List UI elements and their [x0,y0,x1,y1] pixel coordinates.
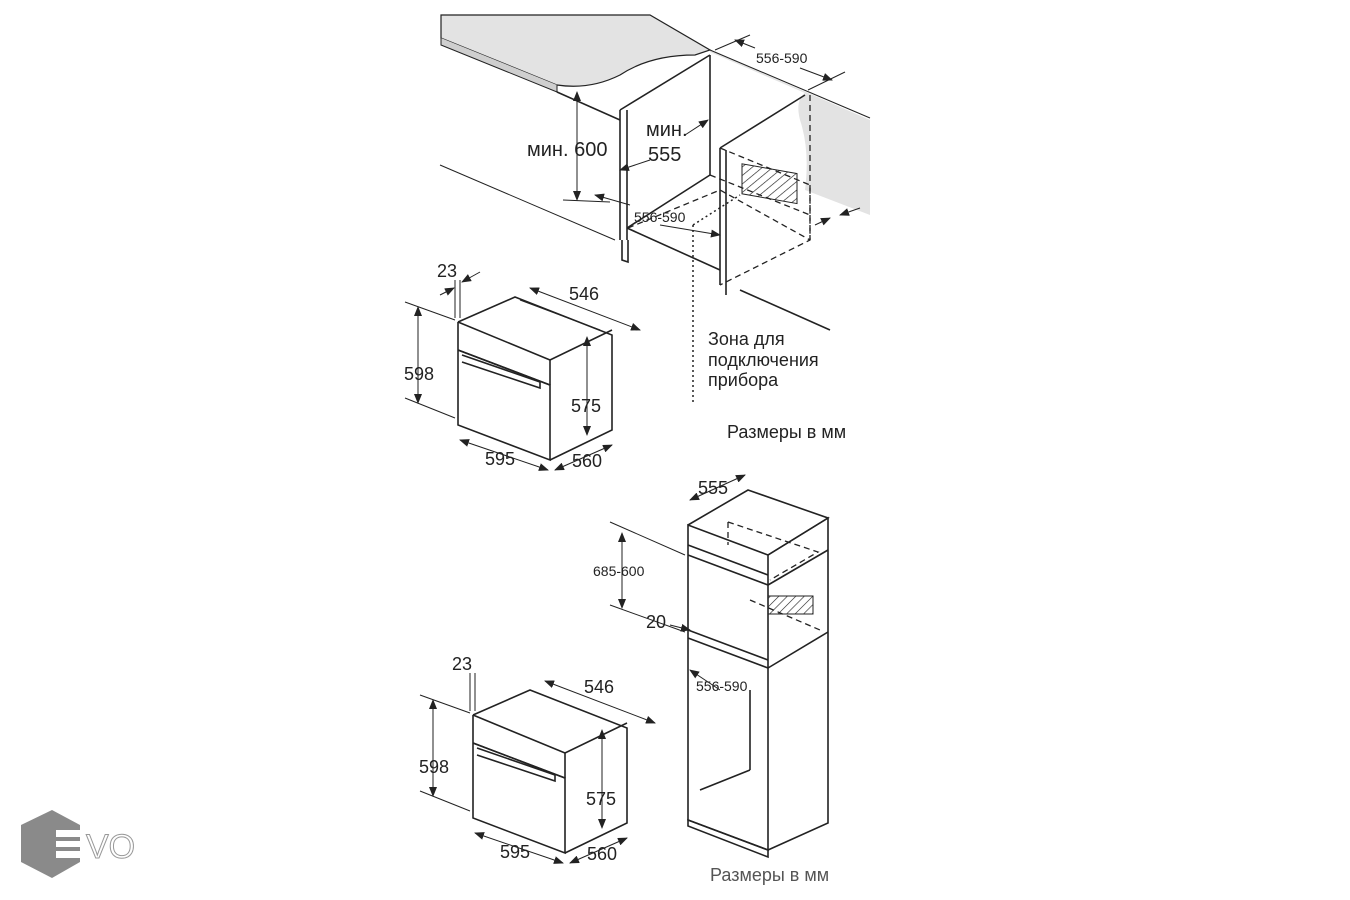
dim-555: 555 [648,144,681,166]
oven-dimensions-top: 23 546 598 575 595 560 [404,261,641,471]
dim-546: 546 [584,677,614,697]
dim-685-600: 685-600 [593,563,645,579]
dim-556-590-bottom: 556-590 [634,209,686,225]
connection-zone-hatch [741,163,798,205]
dim-min: мин. [646,119,688,141]
units-note-bottom: Размеры в мм [710,865,829,885]
evo-logo: VO [21,810,136,878]
dim-575: 575 [586,789,616,809]
dim-20: 20 [646,612,666,632]
dim-555: 555 [698,478,728,498]
connection-zone-line-2: подключения [708,350,819,370]
units-note-top: Размеры в мм [727,422,846,442]
dim-560: 560 [587,844,617,864]
dim-595: 595 [485,449,515,469]
logo-text: VO [86,828,135,866]
dim-598: 598 [404,364,434,384]
dim-556-590-top: 556-590 [756,50,808,66]
dim-560: 560 [572,451,602,471]
dim-575: 575 [571,396,601,416]
dim-23: 23 [452,654,472,674]
dim-23: 23 [437,261,457,281]
tall-cabinet-installation: 555 685-600 20 556-590 Размеры в мм [593,474,830,885]
dim-556-590: 556-590 [696,678,748,694]
dim-min-600: мин. 600 [527,139,607,161]
dim-598: 598 [419,757,449,777]
connection-zone-line-1: Зона для [708,329,785,349]
dim-595: 595 [500,842,530,862]
oven-dimensions-bottom: 23 546 598 575 595 560 [419,654,656,864]
connection-zone-line-3: прибора [708,370,779,390]
countertop [440,14,712,87]
dim-546: 546 [569,284,599,304]
under-counter-installation: мин. 600 мин. 555 556-590 556-590 Зона д… [439,14,871,442]
